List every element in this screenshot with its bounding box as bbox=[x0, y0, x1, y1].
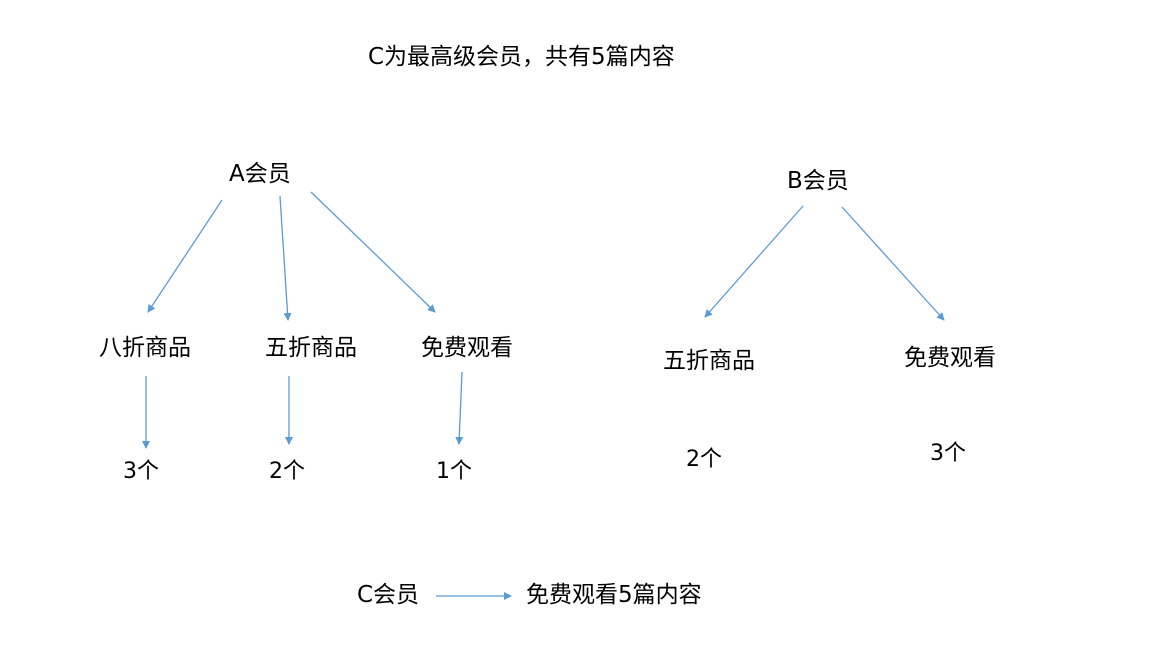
node-b-50off: 五折商品 bbox=[663, 348, 755, 374]
node-b-free: 免费观看 bbox=[904, 345, 996, 371]
count-b-free: 3个 bbox=[930, 441, 966, 466]
diagram-title: C为最高级会员，共有5篇内容 bbox=[368, 44, 675, 70]
count-a-50off: 2个 bbox=[269, 459, 305, 484]
node-c-member: C会员 bbox=[357, 582, 420, 608]
arrow-b-to-50off bbox=[704, 205, 804, 318]
arrow-a-to-80off bbox=[147, 199, 223, 313]
arrow-free-to-count bbox=[455, 371, 464, 445]
node-a-free: 免费观看 bbox=[421, 335, 513, 361]
node-a-member: A会员 bbox=[229, 161, 291, 187]
count-a-80off: 3个 bbox=[123, 459, 159, 484]
count-a-free: 1个 bbox=[436, 459, 472, 484]
node-c-content: 免费观看5篇内容 bbox=[526, 582, 702, 608]
arrow-b-to-free bbox=[841, 206, 945, 321]
arrow-a-to-50off bbox=[279, 195, 292, 321]
node-a-50off: 五折商品 bbox=[265, 335, 357, 361]
node-b-member: B会员 bbox=[787, 168, 849, 194]
count-b-50off: 2个 bbox=[686, 447, 722, 472]
node-a-80off: 八折商品 bbox=[99, 335, 191, 361]
arrow-a-to-free bbox=[310, 191, 436, 313]
